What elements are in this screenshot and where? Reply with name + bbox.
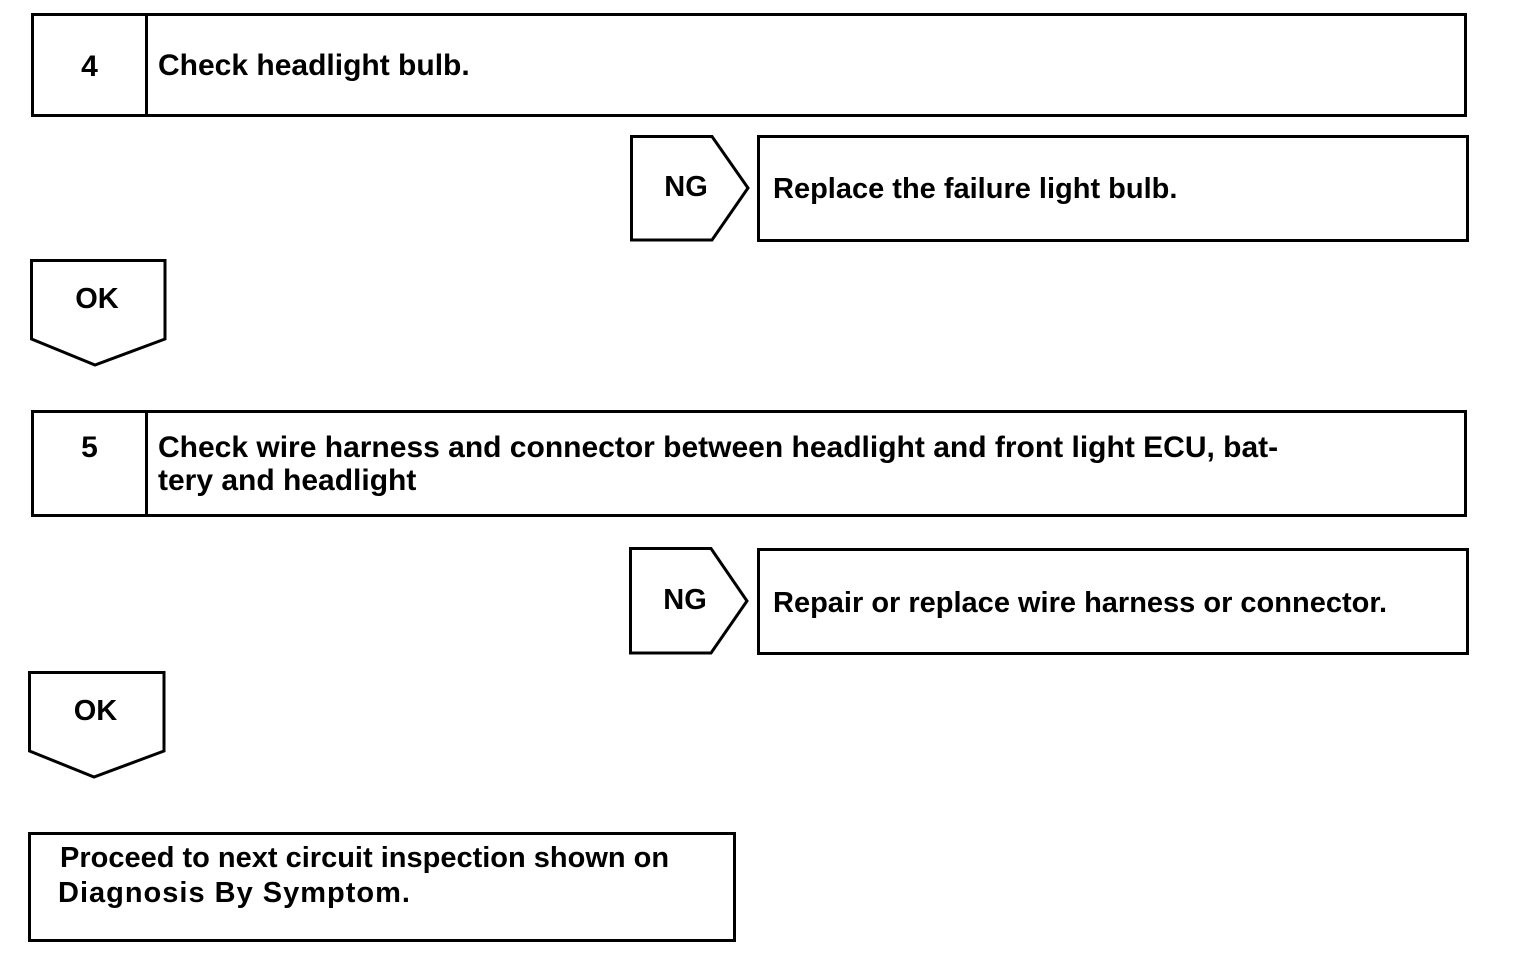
step-4-ok-arrow bbox=[30, 259, 167, 367]
step-5-ng-label: NG bbox=[663, 584, 707, 616]
final-instruction-line1: Proceed to next circuit inspection shown… bbox=[60, 842, 670, 874]
step-5-title-line1: Check wire harness and connector between… bbox=[158, 431, 1279, 464]
step-5-divider bbox=[145, 413, 148, 514]
final-instruction-line2: Diagnosis By Symptom. bbox=[58, 877, 411, 909]
step-4-title: Check headlight bulb. bbox=[158, 49, 470, 82]
step-5-ok-label: OK bbox=[73, 695, 118, 727]
step-5-ng-arrow bbox=[629, 547, 749, 655]
step-4-ng-label: NG bbox=[664, 171, 708, 203]
step-4-divider bbox=[145, 16, 148, 114]
step-5-box: 5 Check wire harness and connector betwe… bbox=[31, 410, 1467, 517]
step-5-ok-arrow bbox=[28, 671, 166, 779]
step-4-box: 4 Check headlight bulb. bbox=[31, 13, 1467, 117]
step-4-ng-action-text: Replace the failure light bulb. bbox=[773, 173, 1178, 205]
step-4-ng-action-box: Replace the failure light bulb. bbox=[757, 135, 1469, 242]
final-instruction-box: Proceed to next circuit inspection shown… bbox=[28, 832, 736, 942]
step-5-number: 5 bbox=[81, 431, 98, 464]
step-5-ng-action-box: Repair or replace wire harness or connec… bbox=[757, 548, 1469, 655]
step-5-title-line2: tery and headlight bbox=[158, 464, 417, 497]
step-4-ng-arrow bbox=[630, 135, 750, 242]
step-4-number: 4 bbox=[81, 50, 98, 83]
step-4-ok-label: OK bbox=[75, 283, 119, 315]
step-5-ng-action-text: Repair or replace wire harness or connec… bbox=[773, 587, 1388, 619]
